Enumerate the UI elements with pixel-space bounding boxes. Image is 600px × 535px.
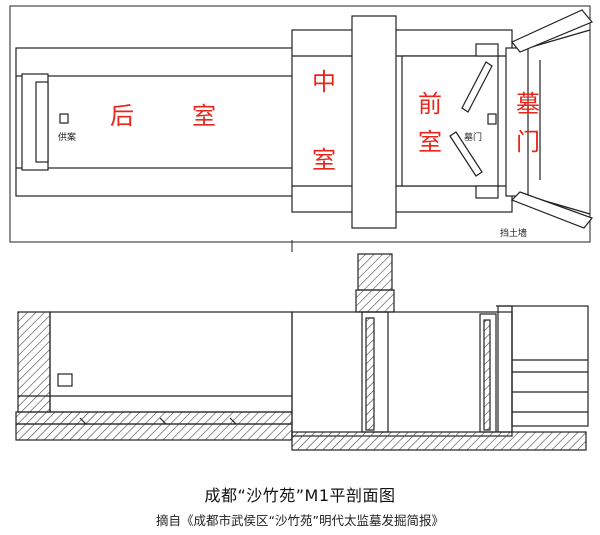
middle-room-label-1: 中	[312, 68, 336, 96]
figure-title: 成都“沙竹苑”M1平剖面图	[204, 486, 396, 505]
tomb-gate-label-2: 门	[516, 128, 540, 156]
section-floor-upper	[15, 411, 293, 425]
middle-partition	[351, 15, 397, 229]
plan-frame	[9, 5, 591, 243]
section-rear-wall	[17, 311, 51, 413]
altar-label: 供案	[58, 131, 76, 143]
rear-room-label-2: 室	[192, 102, 216, 130]
section-floor-lower	[15, 423, 293, 441]
section-middle-body	[291, 311, 513, 437]
altar-box	[59, 113, 69, 124]
retaining-wall-top	[511, 9, 593, 53]
plan-view	[9, 5, 593, 243]
front-room-label-1: 前	[418, 90, 442, 118]
tomb-gate-label-1: 墓	[516, 90, 540, 118]
retaining-wall-bottom	[510, 191, 593, 229]
tomb-door-label: 墓门	[464, 131, 482, 143]
door-leaf-top	[461, 61, 493, 113]
plan-small-labels: 供案 墓门 挡土墙	[58, 131, 527, 239]
section-view	[15, 253, 589, 451]
front-room-label-2: 室	[418, 128, 442, 156]
figure-source: 摘自《成都市武侯区“沙竹苑”明代太监墓发掘简报》	[156, 513, 444, 528]
rear-room-label-1: 后	[110, 102, 134, 130]
room-labels: 后 室 中 室 前 室 墓 门	[110, 68, 540, 174]
rear-room-top-wall	[15, 47, 295, 77]
door-leaf-bottom	[449, 131, 483, 177]
tomb-gate-wall	[505, 47, 529, 197]
section-middle-partition-top	[357, 253, 393, 291]
section-floor-right	[291, 431, 587, 451]
rear-room-bottom-wall	[15, 167, 295, 197]
middle-room-label-2: 室	[312, 146, 336, 174]
retaining-wall-label: 挡土墙	[500, 227, 527, 239]
